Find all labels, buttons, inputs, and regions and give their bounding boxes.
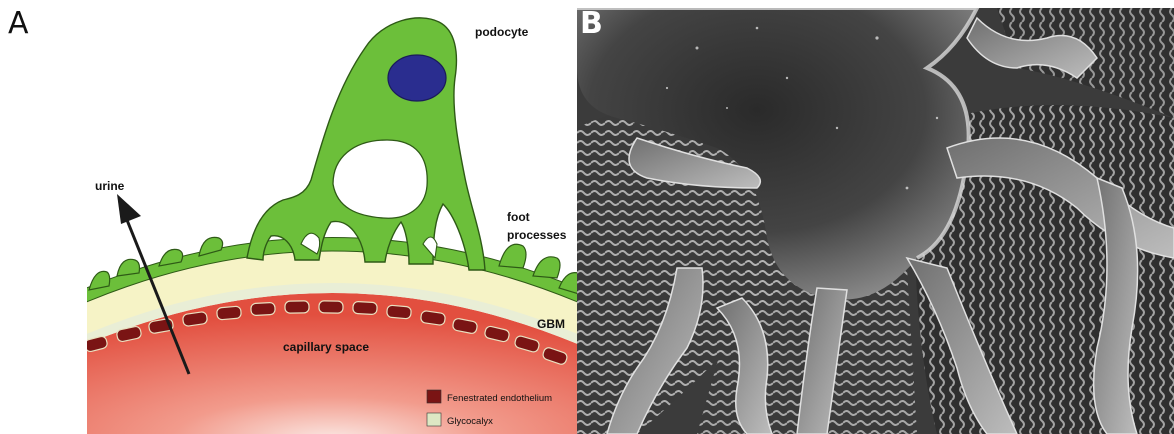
podocyte-micrograph	[577, 8, 1174, 434]
legend-label-glycocalyx: Glycocalyx	[447, 416, 493, 427]
panel-b-label: B	[580, 6, 603, 41]
podocyte-label: podocyte	[475, 25, 529, 39]
foot-label-line1: foot	[507, 210, 530, 224]
podocyte-cavity	[333, 140, 427, 218]
nucleus	[388, 55, 446, 101]
capillary-space-label: capillary space	[283, 340, 369, 354]
gbm-label: GBM	[537, 317, 565, 331]
legend-swatch-endothelium	[427, 390, 441, 403]
filtration-barrier-diagram: podocyte urine foot processes GBM capill…	[87, 8, 577, 434]
urine-label: urine	[95, 179, 125, 193]
legend-label-endothelium: Fenestrated endothelium	[447, 393, 552, 404]
foot-label-line2: processes	[507, 228, 567, 242]
legend-swatch-glycocalyx	[427, 413, 441, 426]
panel-a-label: A	[8, 6, 29, 41]
